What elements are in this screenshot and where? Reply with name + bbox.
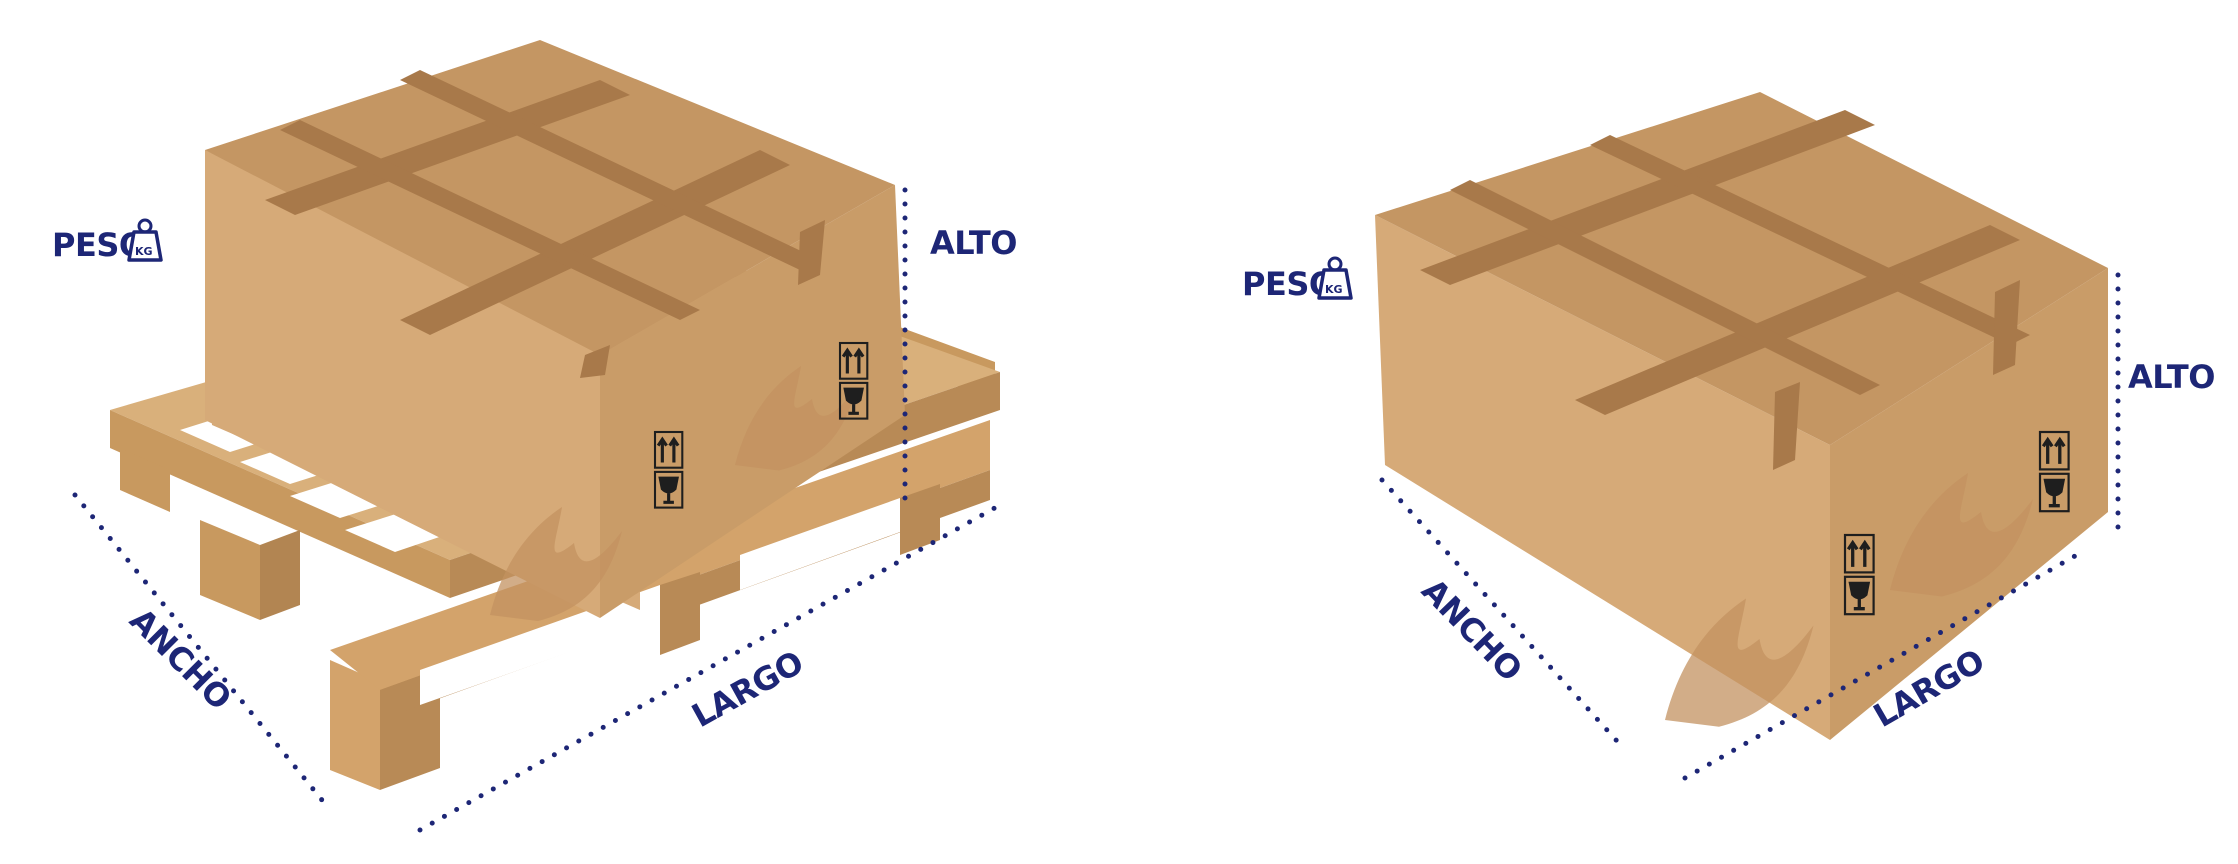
width-dimension-line <box>1379 477 1628 753</box>
weight-kg-icon: KG <box>127 218 163 262</box>
svg-text:KG: KG <box>135 245 153 258</box>
width-dimension-line <box>72 492 333 813</box>
pallet-box-diagram: PESO KG ALTO ANCHO LARGO <box>52 40 1017 833</box>
height-label: ALTO <box>930 224 1017 262</box>
cardboard-box <box>205 40 905 621</box>
length-label: LARGO <box>685 643 809 735</box>
svg-text:KG: KG <box>1325 283 1343 296</box>
width-label: ANCHO <box>122 601 238 717</box>
standalone-box-diagram: PESO KG ALTO ANCHO LARGO <box>1242 92 2215 781</box>
cardboard-box <box>1375 92 2108 740</box>
height-label: ALTO <box>2128 358 2215 396</box>
width-label: ANCHO <box>1414 571 1529 688</box>
weight-kg-icon: KG <box>1317 256 1353 300</box>
length-dimension-line <box>417 502 1003 833</box>
